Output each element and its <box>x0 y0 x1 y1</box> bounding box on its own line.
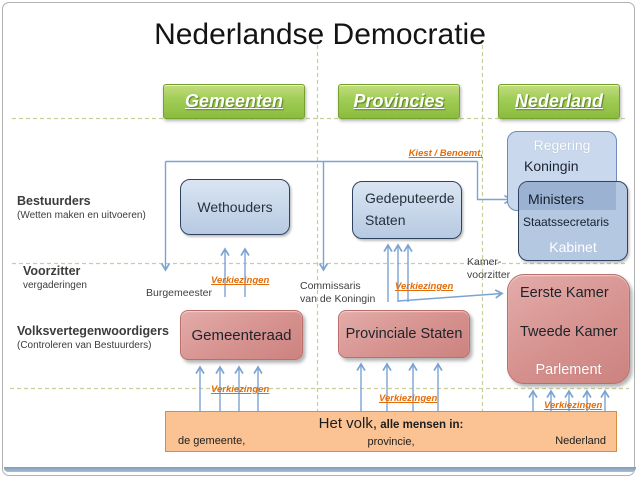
row-label-title: Volksvertegenwoordigers <box>17 324 169 338</box>
het-volk-area-nederland: Nederland <box>555 435 606 447</box>
het-volk-area-gemeente: de gemeente, <box>178 435 246 447</box>
appointment-connectors <box>160 160 513 302</box>
box-kabinet: Ministers Staatssecretaris Kabinet <box>518 181 628 261</box>
row-label-volksvertegenwoordigers: Volksvertegenwoordigers (Controleren van… <box>17 324 169 351</box>
label-kamer-voorzitter: Kamer- voorzitter <box>467 256 510 282</box>
label-kiest-benoemt: Kiest / Benoemt, <box>408 148 483 159</box>
label-line: van de Koningin <box>300 293 376 306</box>
kabinet-member-staatssecretaris: Staatssecretaris <box>523 215 610 229</box>
box-gedeputeerde-staten: Gedeputeerde Staten <box>352 181 462 239</box>
row-label-subtitle: vergaderingen <box>23 280 87 291</box>
parlement-footer: Parlement <box>535 362 602 378</box>
column-header-gemeenten: Gemeenten <box>163 84 305 119</box>
regering-header: Regering <box>533 137 591 153</box>
label-verkiezingen-gemeenteraad-wethouders: Verkiezingen <box>211 275 270 286</box>
column-header-nederland: Nederland <box>498 84 620 119</box>
regering-member-koningin: Koningin <box>524 158 579 174</box>
het-volk-heading: Het volk, alle mensen in: <box>166 415 616 433</box>
het-volk-title-suffix: alle mensen in: <box>377 419 464 431</box>
box-gemeenteraad: Gemeenteraad <box>180 310 303 360</box>
parlement-member-eerste-kamer: Eerste Kamer <box>520 285 609 301</box>
box-label: Wethouders <box>197 199 273 215</box>
label-verkiezingen-provstaten-gedeputeerde: Verkiezingen <box>395 281 454 292</box>
column-header-label: Nederland <box>514 91 604 111</box>
box-provinciale-staten: Provinciale Staten <box>338 310 470 358</box>
kabinet-member-ministers: Ministers <box>528 191 585 207</box>
row-label-subtitle: (Wetten maken en uitvoeren) <box>17 210 146 221</box>
parlement-member-tweede-kamer: Tweede Kamer <box>520 324 618 340</box>
box-parlement: Eerste Kamer Tweede Kamer Parlement <box>507 274 630 384</box>
page-title: Nederlandse Democratie <box>154 18 486 51</box>
label-commissaris-van-de-koningin: Commissaris van de Koningin <box>300 280 375 306</box>
label-verkiezingen-volk-parlement: Verkiezingen <box>544 400 603 411</box>
box-het-volk: Het volk, alle mensen in: de gemeente, p… <box>165 411 617 452</box>
election-arrows <box>195 243 610 411</box>
label-line: Commissaris <box>300 280 361 292</box>
arrow-to-ministers <box>476 161 513 205</box>
slide-border <box>2 2 635 476</box>
row-label-voorzitter: Voorzitter vergaderingen <box>23 264 87 291</box>
kabinet-footer: Kabinet <box>549 239 597 255</box>
row-label-title: Voorzitter <box>23 264 81 278</box>
label-verkiezingen-volk-provstaten: Verkiezingen <box>379 393 438 404</box>
label-burgemeester: Burgemeester <box>146 287 212 299</box>
row-label-bestuurders: Bestuurders (Wetten maken en uitvoeren) <box>17 194 146 221</box>
box-label: Provinciale Staten <box>345 326 463 342</box>
arrow-provstaten-to-eerstekamer <box>397 289 504 302</box>
het-volk-area-provincie: provincie, <box>367 436 415 448</box>
slide-bottom-bar <box>4 467 636 472</box>
label-line: Kamer- <box>467 256 502 268</box>
row-label-title: Bestuurders <box>17 194 91 208</box>
regering-kabinet-overlap <box>519 182 616 210</box>
column-header-label: Provincies <box>353 91 445 111</box>
het-volk-title: Het volk, <box>318 415 378 432</box>
box-label: Gedeputeerde Staten <box>365 190 455 228</box>
label-verkiezingen-volk-gemeenteraad: Verkiezingen <box>211 384 270 395</box>
column-header-label: Gemeenten <box>184 91 284 111</box>
row-label-subtitle: (Controleren van Bestuurders) <box>17 340 152 351</box>
box-label: Gemeenteraad <box>191 326 292 344</box>
column-header-provincies: Provincies <box>338 84 460 119</box>
box-wethouders: Wethouders <box>180 179 290 235</box>
label-line: voorzitter <box>467 269 511 282</box>
